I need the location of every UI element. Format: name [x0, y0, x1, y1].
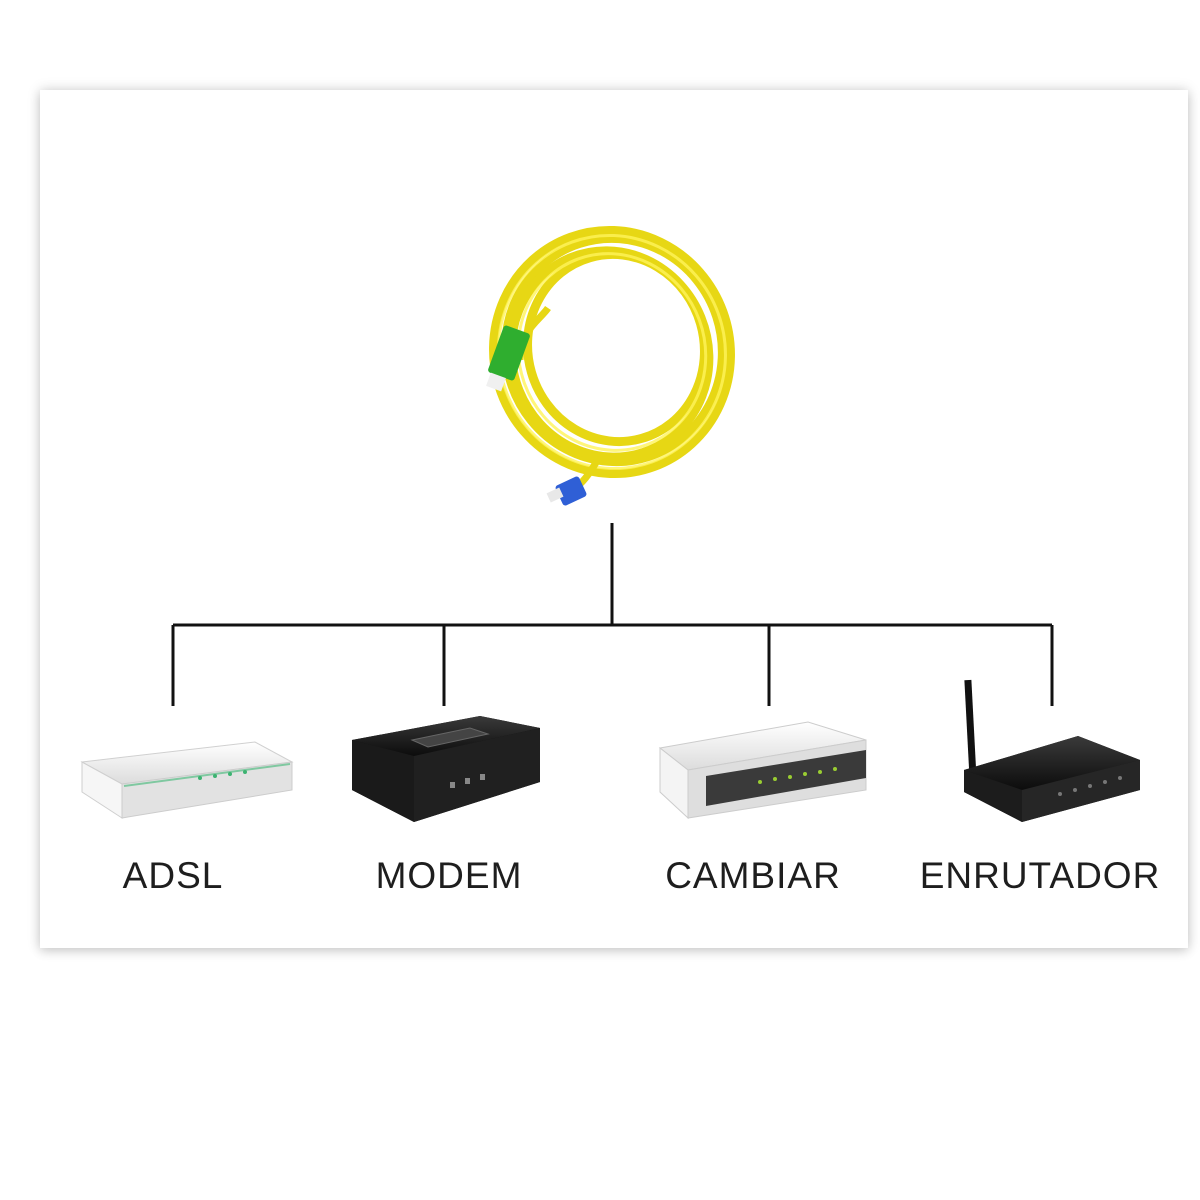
- wireless-router-icon: [964, 679, 1140, 822]
- device-label-modem: MODEM: [375, 855, 523, 896]
- adsl-router-icon: [80, 741, 294, 819]
- fiber-optic-patch-cable-icon: [486, 225, 735, 506]
- device-label-cambiar: CAMBIAR: [665, 855, 841, 896]
- device-label-adsl: ADSL: [122, 855, 224, 896]
- device-label-enrutador: ENRUTADOR: [919, 855, 1161, 896]
- connection-lines: [171, 523, 1054, 706]
- network-switch-icon: [658, 721, 867, 820]
- modem-icon: [352, 716, 540, 822]
